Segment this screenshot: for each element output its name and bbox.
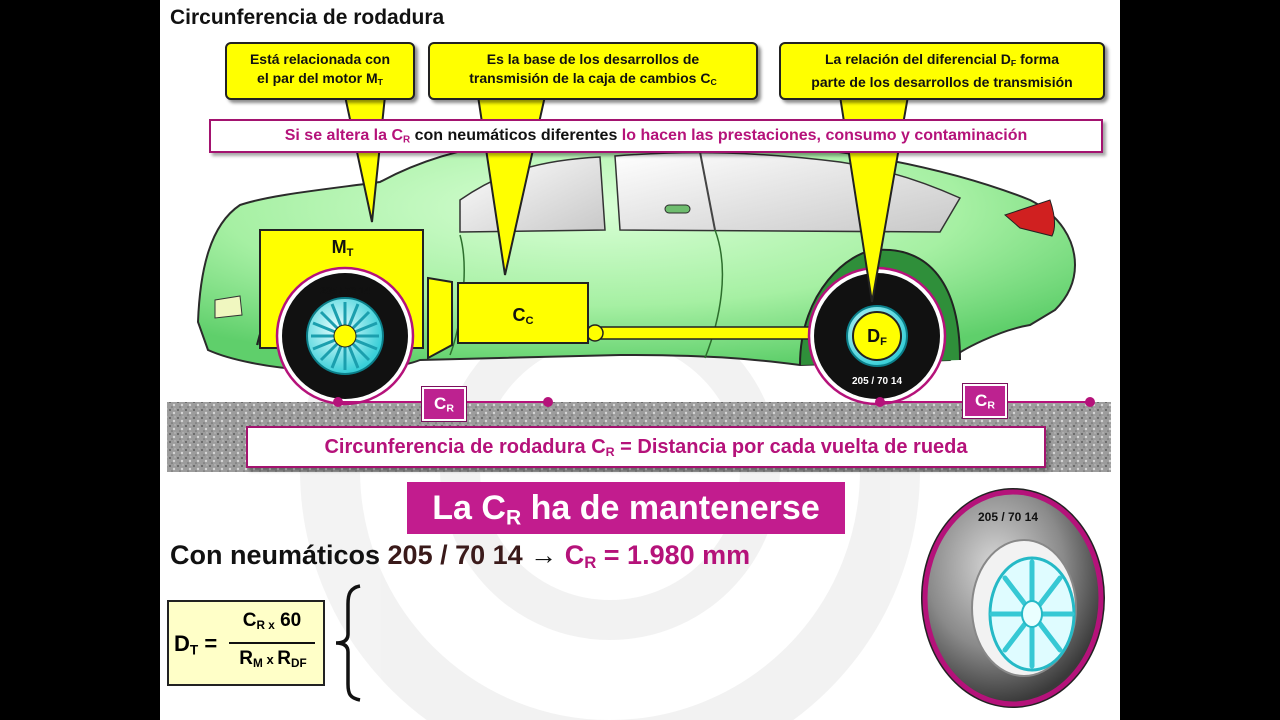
- fraction-bar: [229, 642, 315, 644]
- formula-numerator: CR x 60: [242, 610, 302, 632]
- front-tyre-size: 205 / 70 14: [319, 286, 371, 297]
- formula-lhs: DT =: [174, 631, 218, 658]
- engine-callout-line2: el par del motor M: [257, 69, 378, 86]
- front-wheel: [275, 266, 415, 406]
- rear-wheel: [807, 266, 947, 406]
- large-tyre-image: [921, 488, 1105, 708]
- warning-box: Si se altera la CR con neumáticos difere…: [209, 119, 1103, 153]
- brace-bracket: [335, 584, 361, 702]
- gearbox-block: [457, 282, 589, 344]
- engine-callout-line1: Está relacionada con: [249, 50, 391, 67]
- differential-label: DF: [867, 326, 887, 348]
- slide: Circunferencia de rodadura Está relacion…: [160, 0, 1120, 720]
- engine-callout: Está relacionada con el par del motor MT: [225, 42, 415, 100]
- page-title: Circunferencia de rodadura: [170, 6, 445, 29]
- definition-box: Circunferencia de rodadura CR = Distanci…: [246, 426, 1046, 468]
- drive-shaft: [584, 324, 846, 342]
- formula-denominator: RM x RDF: [239, 648, 307, 670]
- formula-box: DT = CR x 60 RM x RDF: [167, 600, 325, 686]
- differential-callout-line2: parte de los desarrollos de transmisión: [811, 74, 1073, 91]
- large-tyre-size: 205 / 70 14: [977, 510, 1039, 524]
- rear-tyre-size: 205 / 70 14: [851, 376, 903, 387]
- differential-callout: La relación del diferencial DF forma par…: [779, 42, 1105, 100]
- arrow-right-icon: →: [530, 540, 558, 570]
- gearbox-callout-line1: Es la base de los desarrollos de: [486, 50, 700, 67]
- tyre-line: Con neumáticos 205 / 70 14 → CR = 1.980 …: [170, 540, 751, 573]
- gearbox-label: CC: [512, 305, 534, 327]
- engine-label: MT: [331, 237, 354, 259]
- cr-tag-front: CR: [422, 387, 466, 421]
- differential-callout-line1: La relación del diferencial D: [824, 50, 1011, 67]
- banner: La CR ha de mantenerse: [407, 482, 845, 534]
- clutch: [427, 276, 453, 360]
- cr-tag-rear: CR: [963, 384, 1007, 418]
- gearbox-callout-line2: transmisión de la caja de cambios C: [469, 69, 711, 86]
- gearbox-callout: Es la base de los desarrollos de transmi…: [428, 42, 758, 100]
